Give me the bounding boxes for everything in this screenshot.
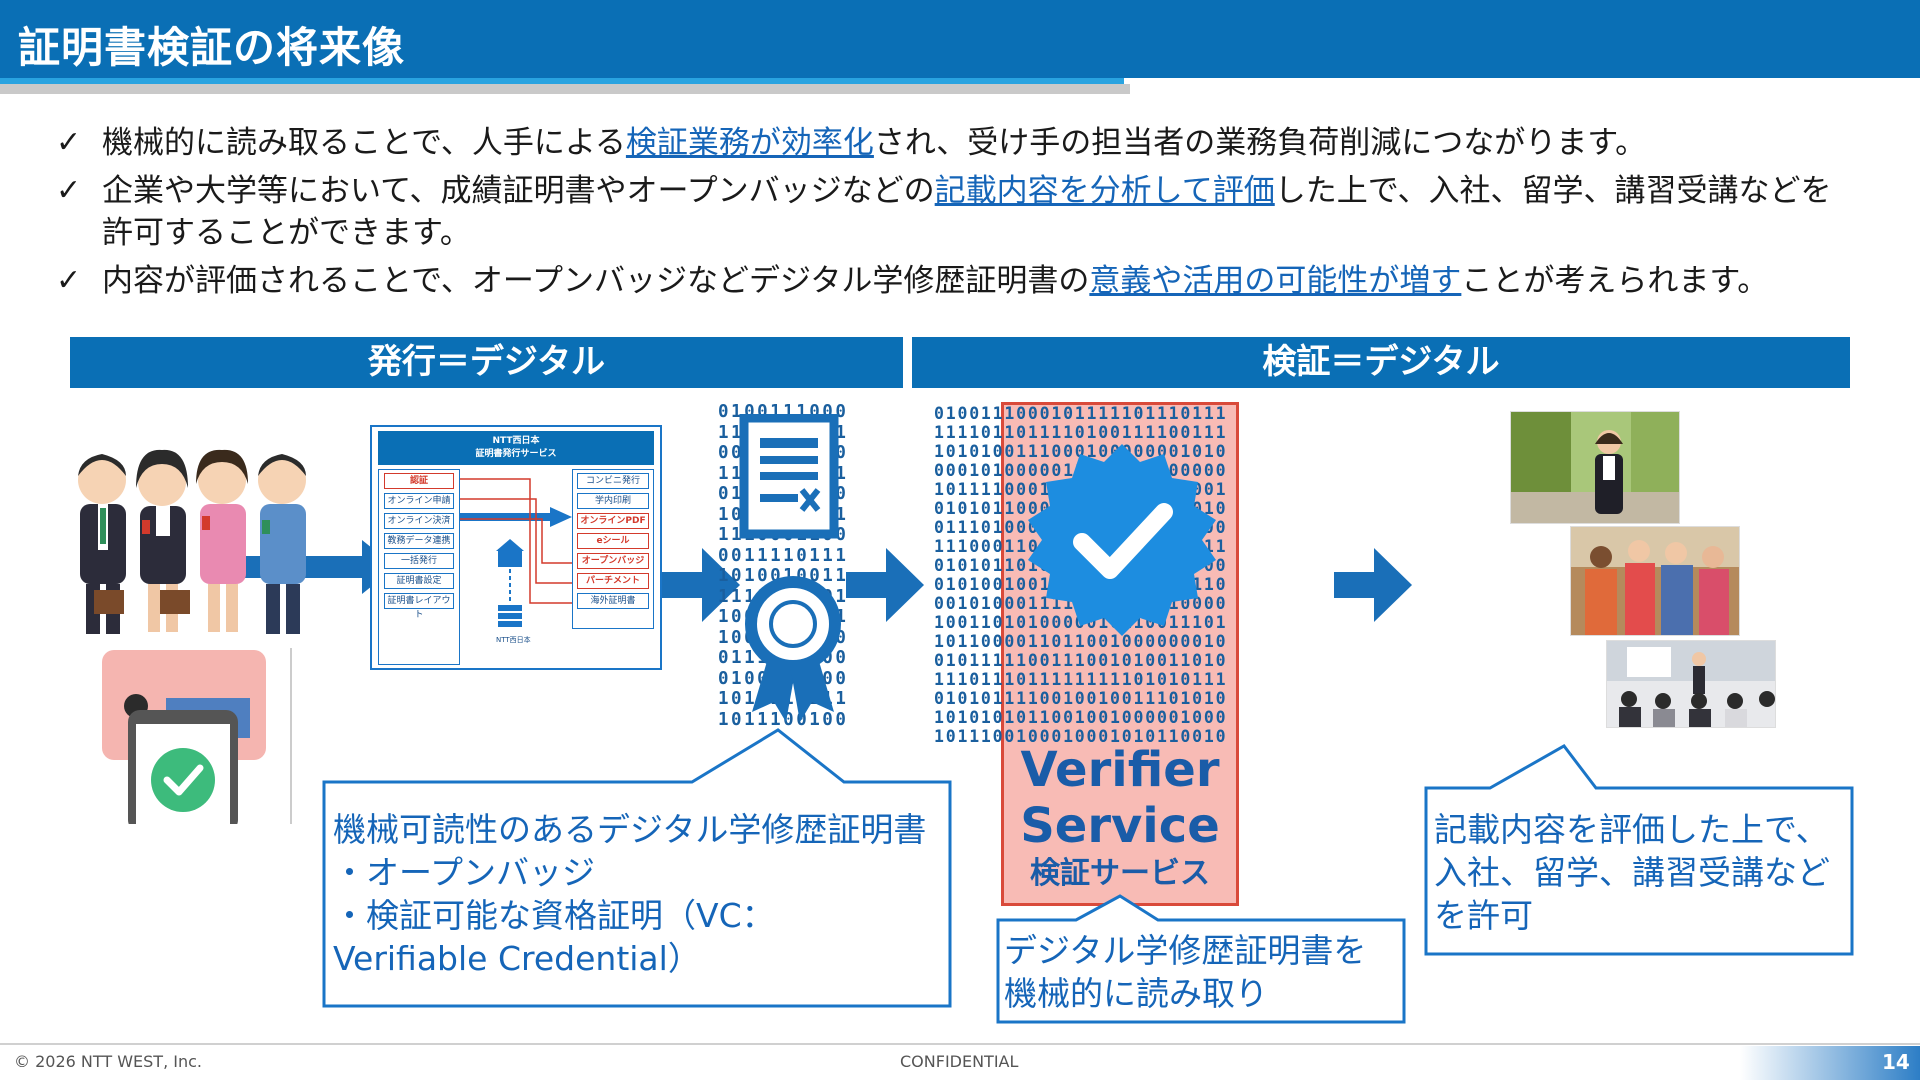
callout-line: 記載内容を評価した上で、 xyxy=(1434,810,1829,849)
verified-badge-icon xyxy=(1028,444,1216,636)
binary-line: 0101011110010010011101010 xyxy=(934,689,1228,708)
binary-line: 0011110111 xyxy=(718,545,849,566)
check-icon: ✓ xyxy=(56,263,82,298)
issue-service-header: NTT西日本 証明書発行サービス xyxy=(378,431,654,465)
bullet-text: され、受け手の担当者の業務負荷削減につながります。 xyxy=(873,125,1647,161)
binary-line: 1011000011011001000000010 xyxy=(934,632,1228,651)
verify-section-header: 検証＝デジタル xyxy=(912,337,1850,388)
check-icon: ✓ xyxy=(56,125,82,160)
issue-service-company: NTT西日本 xyxy=(492,436,540,446)
bullet-highlight: 検証業務が効率化 xyxy=(625,125,874,161)
issue-right-panel xyxy=(572,469,654,629)
ui-item: オンラインPDF xyxy=(577,513,649,529)
ui-item: 認証 xyxy=(384,473,454,489)
bullet-item: ✓ 機械的に読み取ることで、人手による検証業務が効率化され、受け手の担当者の業務… xyxy=(56,122,1856,164)
ui-item: 海外証明書 xyxy=(577,593,649,609)
bullet-text: 企業や大学等において、成績証明書やオープンバッジなどの xyxy=(102,173,935,209)
bullet-highlight: 記載内容を分析して評価 xyxy=(934,173,1275,209)
seminar-photo xyxy=(1606,640,1776,728)
bullet-text: 内容が評価されることで、オープンバッジなどデジタル学修歴証明書の xyxy=(102,263,1090,299)
callout-right-frame xyxy=(1424,744,1854,956)
ui-item: コンビニ発行 xyxy=(577,473,649,489)
check-icon: ✓ xyxy=(56,173,82,208)
binary-line: 1010101011001001000001000 xyxy=(934,708,1228,727)
issue-section-header: 発行＝デジタル xyxy=(70,337,903,388)
binary-line: 1011100100 xyxy=(718,709,849,730)
callout-left-frame xyxy=(322,728,952,1008)
binary-line: 1011100100010001010110010 xyxy=(934,727,1228,746)
bullet-text: した上で、入社、留学、講習受講などを許可することができます。 xyxy=(102,173,1832,251)
ui-item: 証明書レイアウト xyxy=(384,593,454,620)
title-underline xyxy=(0,78,1124,84)
verifier-label-line2: Service xyxy=(1020,798,1220,854)
callout-left-text: 機械可読性のあるデジタル学修歴証明書 ・オープンバッジ ・検証可能な資格証明（V… xyxy=(333,808,943,980)
issue-flow-arrows xyxy=(460,478,572,627)
callout-line: 入社、留学、講習受講など xyxy=(1434,853,1830,892)
callout-line: を許可 xyxy=(1434,896,1533,935)
verifier-service-label: Verifier Service 検証サービス xyxy=(1001,742,1239,894)
students-photo xyxy=(1570,526,1740,636)
ui-item: オンライン申請 xyxy=(384,493,454,509)
verifier-label-line1: Verifier xyxy=(1020,742,1220,798)
issue-service-title: 証明書発行サービス xyxy=(475,449,557,459)
binary-line: 0100111000101111101110111 xyxy=(934,404,1228,423)
bullet-text: ことが考えられます。 xyxy=(1461,263,1769,299)
ntt-logo-text: NTT西日本 xyxy=(496,636,531,644)
verifier-label-jp: 検証サービス xyxy=(1030,856,1210,891)
arrow-right-icon xyxy=(846,548,924,622)
footer-divider xyxy=(0,1043,1920,1045)
ui-item: オンライン決済 xyxy=(384,513,454,529)
ui-item: 証明書設定 xyxy=(384,573,454,589)
footer-confidential: CONFIDENTIAL xyxy=(900,1052,1019,1071)
footer-page-badge xyxy=(1740,1046,1920,1080)
callout-line: ・検証可能な資格証明（VC： xyxy=(333,896,775,935)
ui-item: パーチメント xyxy=(577,573,649,589)
issue-service-screen: NTT西日本 証明書発行サービス 認証 オンライン申請 オンライン決済 教務デー… xyxy=(370,425,662,670)
page-number: 14 xyxy=(1882,1050,1910,1074)
ui-item: 一括発行 xyxy=(384,553,454,569)
binary-line: 0101111100111001010011010 xyxy=(934,651,1228,670)
bullet-text: 機械的に読み取ることで、人手による xyxy=(102,125,626,161)
callout-right-text: 記載内容を評価した上で、 入社、留学、講習受講など を許可 xyxy=(1434,808,1844,937)
smartphone-check-icon xyxy=(102,648,292,824)
callout-line: 機械可読性のあるデジタル学修歴証明書 xyxy=(333,810,927,849)
ribbon-icon xyxy=(745,576,841,722)
title-bar: 証明書検証の将来像 xyxy=(0,0,1920,78)
business-woman-photo xyxy=(1510,411,1680,524)
ui-item: 教務データ連携 xyxy=(384,533,454,549)
callout-line: デジタル学修歴証明書を xyxy=(1004,931,1367,970)
binary-line: 1110111011111111101010111 xyxy=(934,670,1228,689)
bullet-highlight: 意義や活用の可能性が増す xyxy=(1089,263,1462,299)
binary-line: 1111011011110100111100111 xyxy=(934,423,1228,442)
binary-line: 1010100111000100000001010 xyxy=(934,442,1228,461)
certificate-icon xyxy=(739,414,841,722)
page-title: 証明書検証の将来像 xyxy=(18,23,406,72)
ui-item: 学内印刷 xyxy=(577,493,649,509)
ui-item: オープンバッジ xyxy=(577,553,649,569)
arrow-right-icon xyxy=(1334,548,1412,622)
issue-left-panel xyxy=(378,469,460,665)
arrow-right-icon xyxy=(662,548,740,622)
ui-item: eシール xyxy=(577,533,649,549)
people-icon xyxy=(78,449,372,634)
title-underline-shadow xyxy=(0,84,1130,94)
callout-middle-text: デジタル学修歴証明書を 機械的に読み取り xyxy=(1004,929,1394,1015)
callout-line: 機械的に読み取り xyxy=(1004,974,1268,1013)
footer-copyright: © 2026 NTT WEST, Inc. xyxy=(14,1052,202,1071)
callout-line: ・オープンバッジ xyxy=(333,853,596,892)
bullet-list: ✓ 機械的に読み取ることで、人手による検証業務が効率化され、受け手の担当者の業務… xyxy=(56,122,1856,308)
callout-line: Verifiable Credential） xyxy=(333,939,701,978)
bullet-item: ✓ 内容が評価されることで、オープンバッジなどデジタル学修歴証明書の意義や活用の… xyxy=(56,260,1856,302)
callout-middle-frame xyxy=(996,894,1406,1024)
bullet-item: ✓ 企業や大学等において、成績証明書やオープンバッジなどの記載内容を分析して評価… xyxy=(56,170,1856,254)
